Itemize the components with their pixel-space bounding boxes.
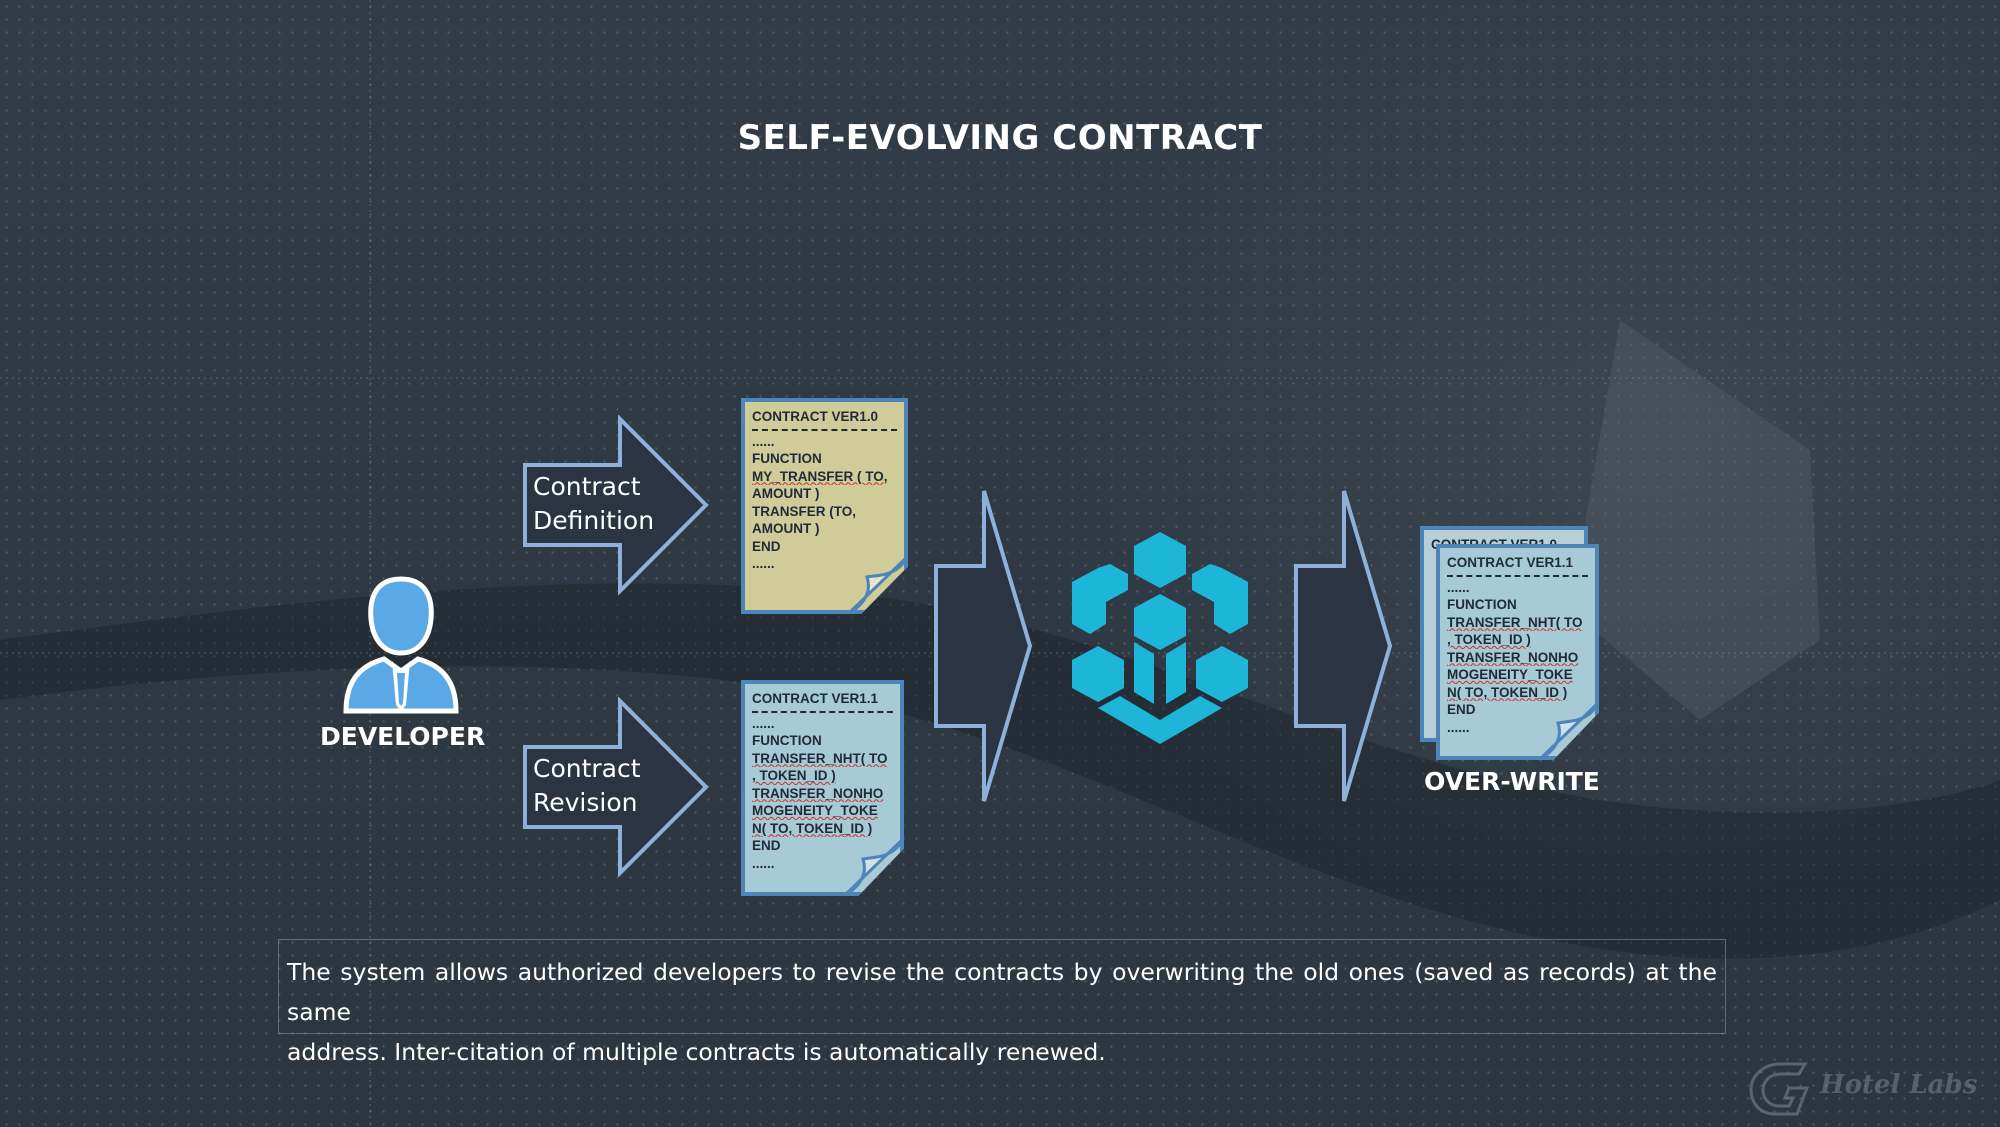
contract-v11-line: TRANSFER_NHT( TO (752, 750, 888, 766)
overwritten-contract-line: ...... (1447, 579, 1470, 595)
contract-definition-arrow (523, 415, 709, 595)
overwrite-arrow (1294, 490, 1393, 802)
contract-v10-line: FUNCTION (752, 451, 822, 466)
overwritten-contract-line: TRANSFER_NONHO (1447, 649, 1579, 665)
description-box: The system allows authorized developers … (278, 939, 1726, 1066)
overwritten-contract-divider (1447, 574, 1588, 577)
company-logo-text: Hotel Labs (1820, 1070, 1978, 1100)
company-logo-icon (1749, 1062, 1810, 1116)
overwritten-contract-line: MOGENEITY_TOKE (1447, 667, 1573, 682)
contract-revision-line-2: Revision (533, 788, 638, 817)
merge-arrow (934, 490, 1033, 802)
overwritten-contract-line: ...... (1447, 719, 1470, 735)
overwritten-contract-line: END (1447, 702, 1476, 717)
contract-v11-line: MOGENEITY_TOKE (752, 803, 878, 818)
description-line-2: address. Inter-citation of multiple cont… (287, 1038, 1106, 1066)
contract-v11-line: TRANSFER_NONHO (752, 785, 884, 801)
overwrite-label: OVER-WRITE (1424, 767, 1600, 796)
contract-v11-line: ...... (752, 855, 775, 871)
contract-v10-line: AMOUNT ) (752, 521, 820, 536)
contract-v11-header: CONTRACT VER1.1 (752, 691, 879, 706)
overwritten-contract-line: N( TO, TOKEN_ID ) (1447, 684, 1568, 700)
contract-v10-divider (752, 428, 897, 431)
overwritten-contract-line: TRANSFER_NHT( TO (1447, 614, 1583, 630)
contract-v11-line: N( TO, TOKEN_ID ) (752, 820, 873, 836)
contract-v11-line: FUNCTION (752, 733, 822, 748)
contract-definition-label: Contract Definition (533, 470, 654, 538)
contract-v11-line: , TOKEN_ID ) (752, 768, 836, 783)
contract-v10-page-fold (847, 555, 909, 615)
developer-label: DEVELOPER (320, 722, 486, 751)
blockchain-logo-icon (1072, 532, 1248, 744)
page-title: SELF-EVOLVING CONTRACT (737, 118, 1263, 158)
contract-revision-label: Contract Revision (533, 752, 641, 820)
contract-v11-line: ...... (752, 715, 775, 731)
overwritten-contract-page-fold (1538, 701, 1600, 761)
overwritten-contract-header: CONTRACT VER1.1 (1447, 555, 1574, 570)
contract-v11-line: END (752, 838, 781, 853)
overwritten-contract-document: CONTRACT VER1.1 ...... FUNCTION TRANSFER… (1436, 544, 1599, 760)
contract-v10-line: ...... (752, 433, 775, 449)
contract-v11-divider (752, 710, 893, 713)
contract-v10-line: ...... (752, 556, 775, 571)
overwritten-contract-line: , TOKEN_ID ) (1447, 632, 1531, 647)
contract-v10-line: TRANSFER (TO, (752, 503, 856, 519)
contract-v11-page-fold (843, 837, 905, 897)
description-line-1: The system allows authorized developers … (287, 958, 1717, 1026)
contract-v10-document: CONTRACT VER1.0 ...... FUNCTION MY_TRANS… (741, 398, 908, 614)
contract-definition-line-2: Definition (533, 506, 655, 535)
contract-v10-line: MY_TRANSFER ( TO, (752, 468, 888, 484)
developer-person-icon (343, 576, 459, 714)
contract-v11-document: CONTRACT VER1.1 ...... FUNCTION TRANSFER… (741, 680, 904, 896)
contract-revision-line-1: Contract (533, 754, 641, 783)
contract-v10-line: END (752, 538, 781, 554)
contract-definition-line-1: Contract (533, 472, 641, 501)
contract-v10-header: CONTRACT VER1.0 (752, 409, 879, 424)
contract-revision-arrow (523, 697, 709, 877)
contract-v10-line: AMOUNT ) (752, 486, 820, 501)
overwritten-contract-line: FUNCTION (1447, 597, 1517, 612)
